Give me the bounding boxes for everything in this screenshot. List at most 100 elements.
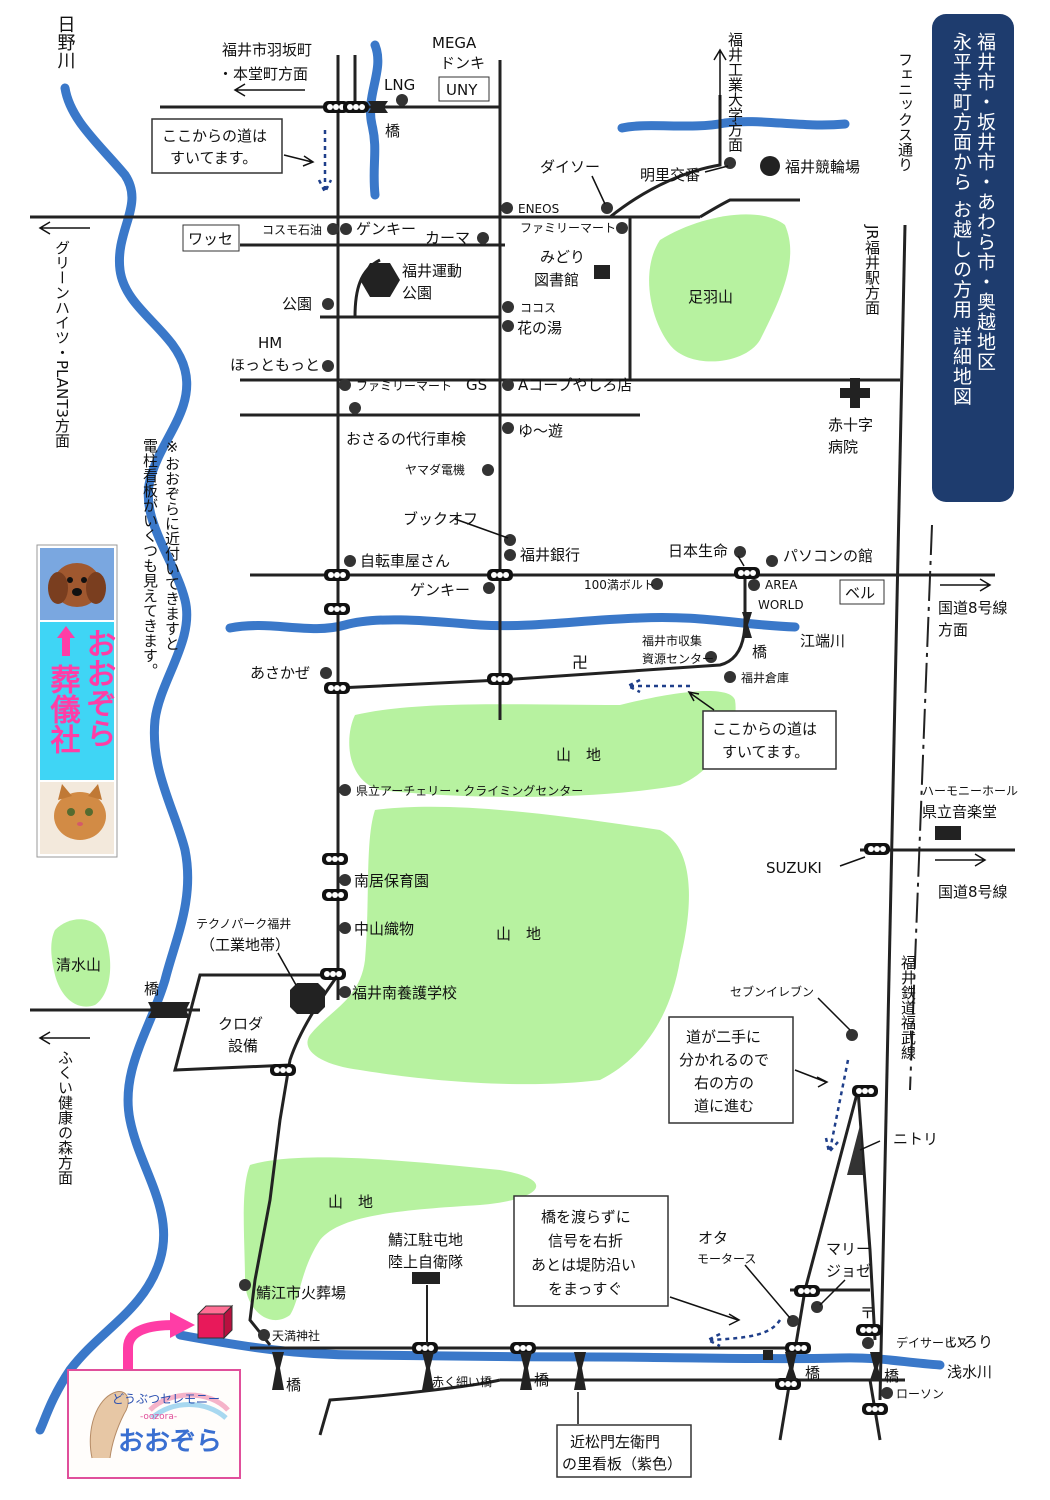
svg-text:あとは堤防沿い: あとは堤防沿い [531,1256,636,1274]
manbolt-label: 100満ボルト [584,578,655,592]
suzuki-label: SUZUKI [766,859,822,877]
fukui-soko-label: 福井倉庫 [741,670,789,685]
family-mart-label: ファミリーマート [520,221,616,235]
gs-label: GS [466,376,487,394]
green-heights-direction: グリーンハイツ・PLANT3方面 [53,240,71,448]
svg-text:をまっすぐ: をまっすぐ [548,1280,622,1298]
akaku-bridge-label: 赤く細い橋 [432,1375,492,1389]
signs-note-col1: ※おおぞらに近付いてきますと [163,438,181,651]
hasaka-direction-l2: ・本堂町方面 [218,65,308,83]
logo-tagline: どうぶつセレモニー [112,1392,220,1406]
university-stream [617,117,850,133]
chikamatsu-sign-icon [763,1350,773,1360]
pink-arrow-icon [123,1320,176,1372]
ota-l1: オタ [698,1229,728,1247]
asakaze-label: あさかぜ [250,664,310,682]
undo-koen-l1: 福井運動 [402,262,462,280]
stadium-icon [360,263,400,297]
mountain-area-upper [349,690,736,797]
tenman-label: 天満神社 [272,1328,320,1343]
temple-icon: 卍 [572,653,588,672]
shimizuyama-label: 清水山 [56,956,101,974]
genki2-label: ゲンキー [410,581,470,599]
eneos-label: ENEOS [518,202,559,216]
lng-label: LNG [384,76,415,94]
route8-label: 国道8号線 [938,883,1008,901]
svg-text:分かれるので: 分かれるので [679,1051,769,1069]
svg-text:右の方の: 右の方の [694,1074,754,1092]
post-office-icon: 〒 [860,1304,875,1322]
svg-text:信号を右折: 信号を右折 [548,1232,623,1250]
yogo-label: 福井南養護学校 [352,984,457,1002]
area-l1: AREA [765,578,798,592]
poi-dots [239,94,893,1399]
shimizuyama-area [51,919,111,1007]
mega-label: MEGA [432,34,477,52]
title-col2: 永平寺町方面から お越しの方用 詳細地図 [950,32,972,406]
mountain-area-lower [243,1157,537,1321]
jsdf-icon [412,1272,440,1284]
fukui-bank-label: 福井銀行 [520,546,580,564]
svg-text:すいてます。: すいてます。 [170,149,257,167]
hananoyu-label: 花の湯 [517,319,562,337]
hm-label: HM [258,334,282,352]
yuyu-label: ゆ～遊 [518,422,563,440]
acoop-label: Aコープやしろ店 [518,376,632,394]
banner-line1: おおぞら [81,628,116,748]
route8-direction-l2: 方面 [938,621,968,639]
banner-panel [40,622,114,780]
pc-label: パソコンの館 [783,547,873,565]
buildings [290,156,961,1360]
route8-direction-l1: 国道8号線 [938,599,1008,617]
undo-koen-l2: 公園 [402,284,432,302]
destination-marker [196,1304,234,1340]
lawson-label: ローソン [896,1387,944,1401]
donki-label: ドンキ [440,54,485,72]
bridge-label-5: 橋 [534,1371,549,1389]
techno-l2: （工業地帯） [200,936,290,954]
bridge-label-1: 橋 [385,122,400,140]
yamada-label: ヤマダ電機 [405,462,465,477]
asuwayama-label: 足羽山 [688,288,733,306]
harmony-label: ハーモニーホール [922,784,1018,798]
road-arrows [38,48,992,1045]
cocos-label: ココス [520,301,556,315]
asozu-river-label: 浅水川 [947,1363,992,1381]
keirin-label: 福井競輪場 [785,158,860,176]
bell-label: ベル [845,584,875,602]
nitori-label: ニトリ [893,1130,938,1148]
bridge-label-7: 橋 [884,1367,899,1385]
asozu-river [175,1330,945,1370]
nitori-icon [847,1125,863,1175]
red-cross-l2: 病院 [828,438,858,456]
music-hall-icon [935,826,961,840]
svg-text:ここからの道は: ここからの道は [712,720,817,738]
cosmo-label: コスモ石油 [262,223,322,237]
mountain-label-center: 山 地 [496,925,541,943]
bridge-label-4: 橋 [286,1376,301,1394]
svg-text:橋を渡らずに: 橋を渡らずに [541,1208,631,1226]
family-mart2-label: ファミリーマート [356,379,452,393]
svg-text:ここからの道は: ここからの道は [162,127,267,145]
area-l2: WORLD [758,598,804,612]
shushu-l2: 資源センター [642,652,714,666]
signs-note-col2: 電柱看板がいくつも見えてきます。 [141,438,159,678]
koen-label: 公園 [282,295,312,313]
bookoff-label: ブックオフ [403,510,478,528]
bridge-label-3: 橋 [144,980,159,998]
osaru-label: おさるの代行車検 [346,430,466,448]
logo-sub: -oozora- [140,1412,177,1422]
jr-fukui-direction: JR福井駅方面 [863,224,881,315]
banner-line2: 葬儀社 [45,664,82,754]
hino-river [35,83,193,1435]
oozora-banner: おおぞら 葬儀社 [36,544,118,858]
mountain-label-lower: 山 地 [328,1193,373,1211]
roads [30,55,1015,1441]
leader-lines [277,165,881,1319]
svg-text:道が二手に: 道が二手に [686,1028,761,1046]
ongakudo-label: 県立音楽堂 [922,803,997,821]
mountain-area-center [307,806,689,1085]
wasse-label: ワッセ [188,230,233,248]
jsdf-l1: 鯖江駐屯地 [388,1231,463,1249]
